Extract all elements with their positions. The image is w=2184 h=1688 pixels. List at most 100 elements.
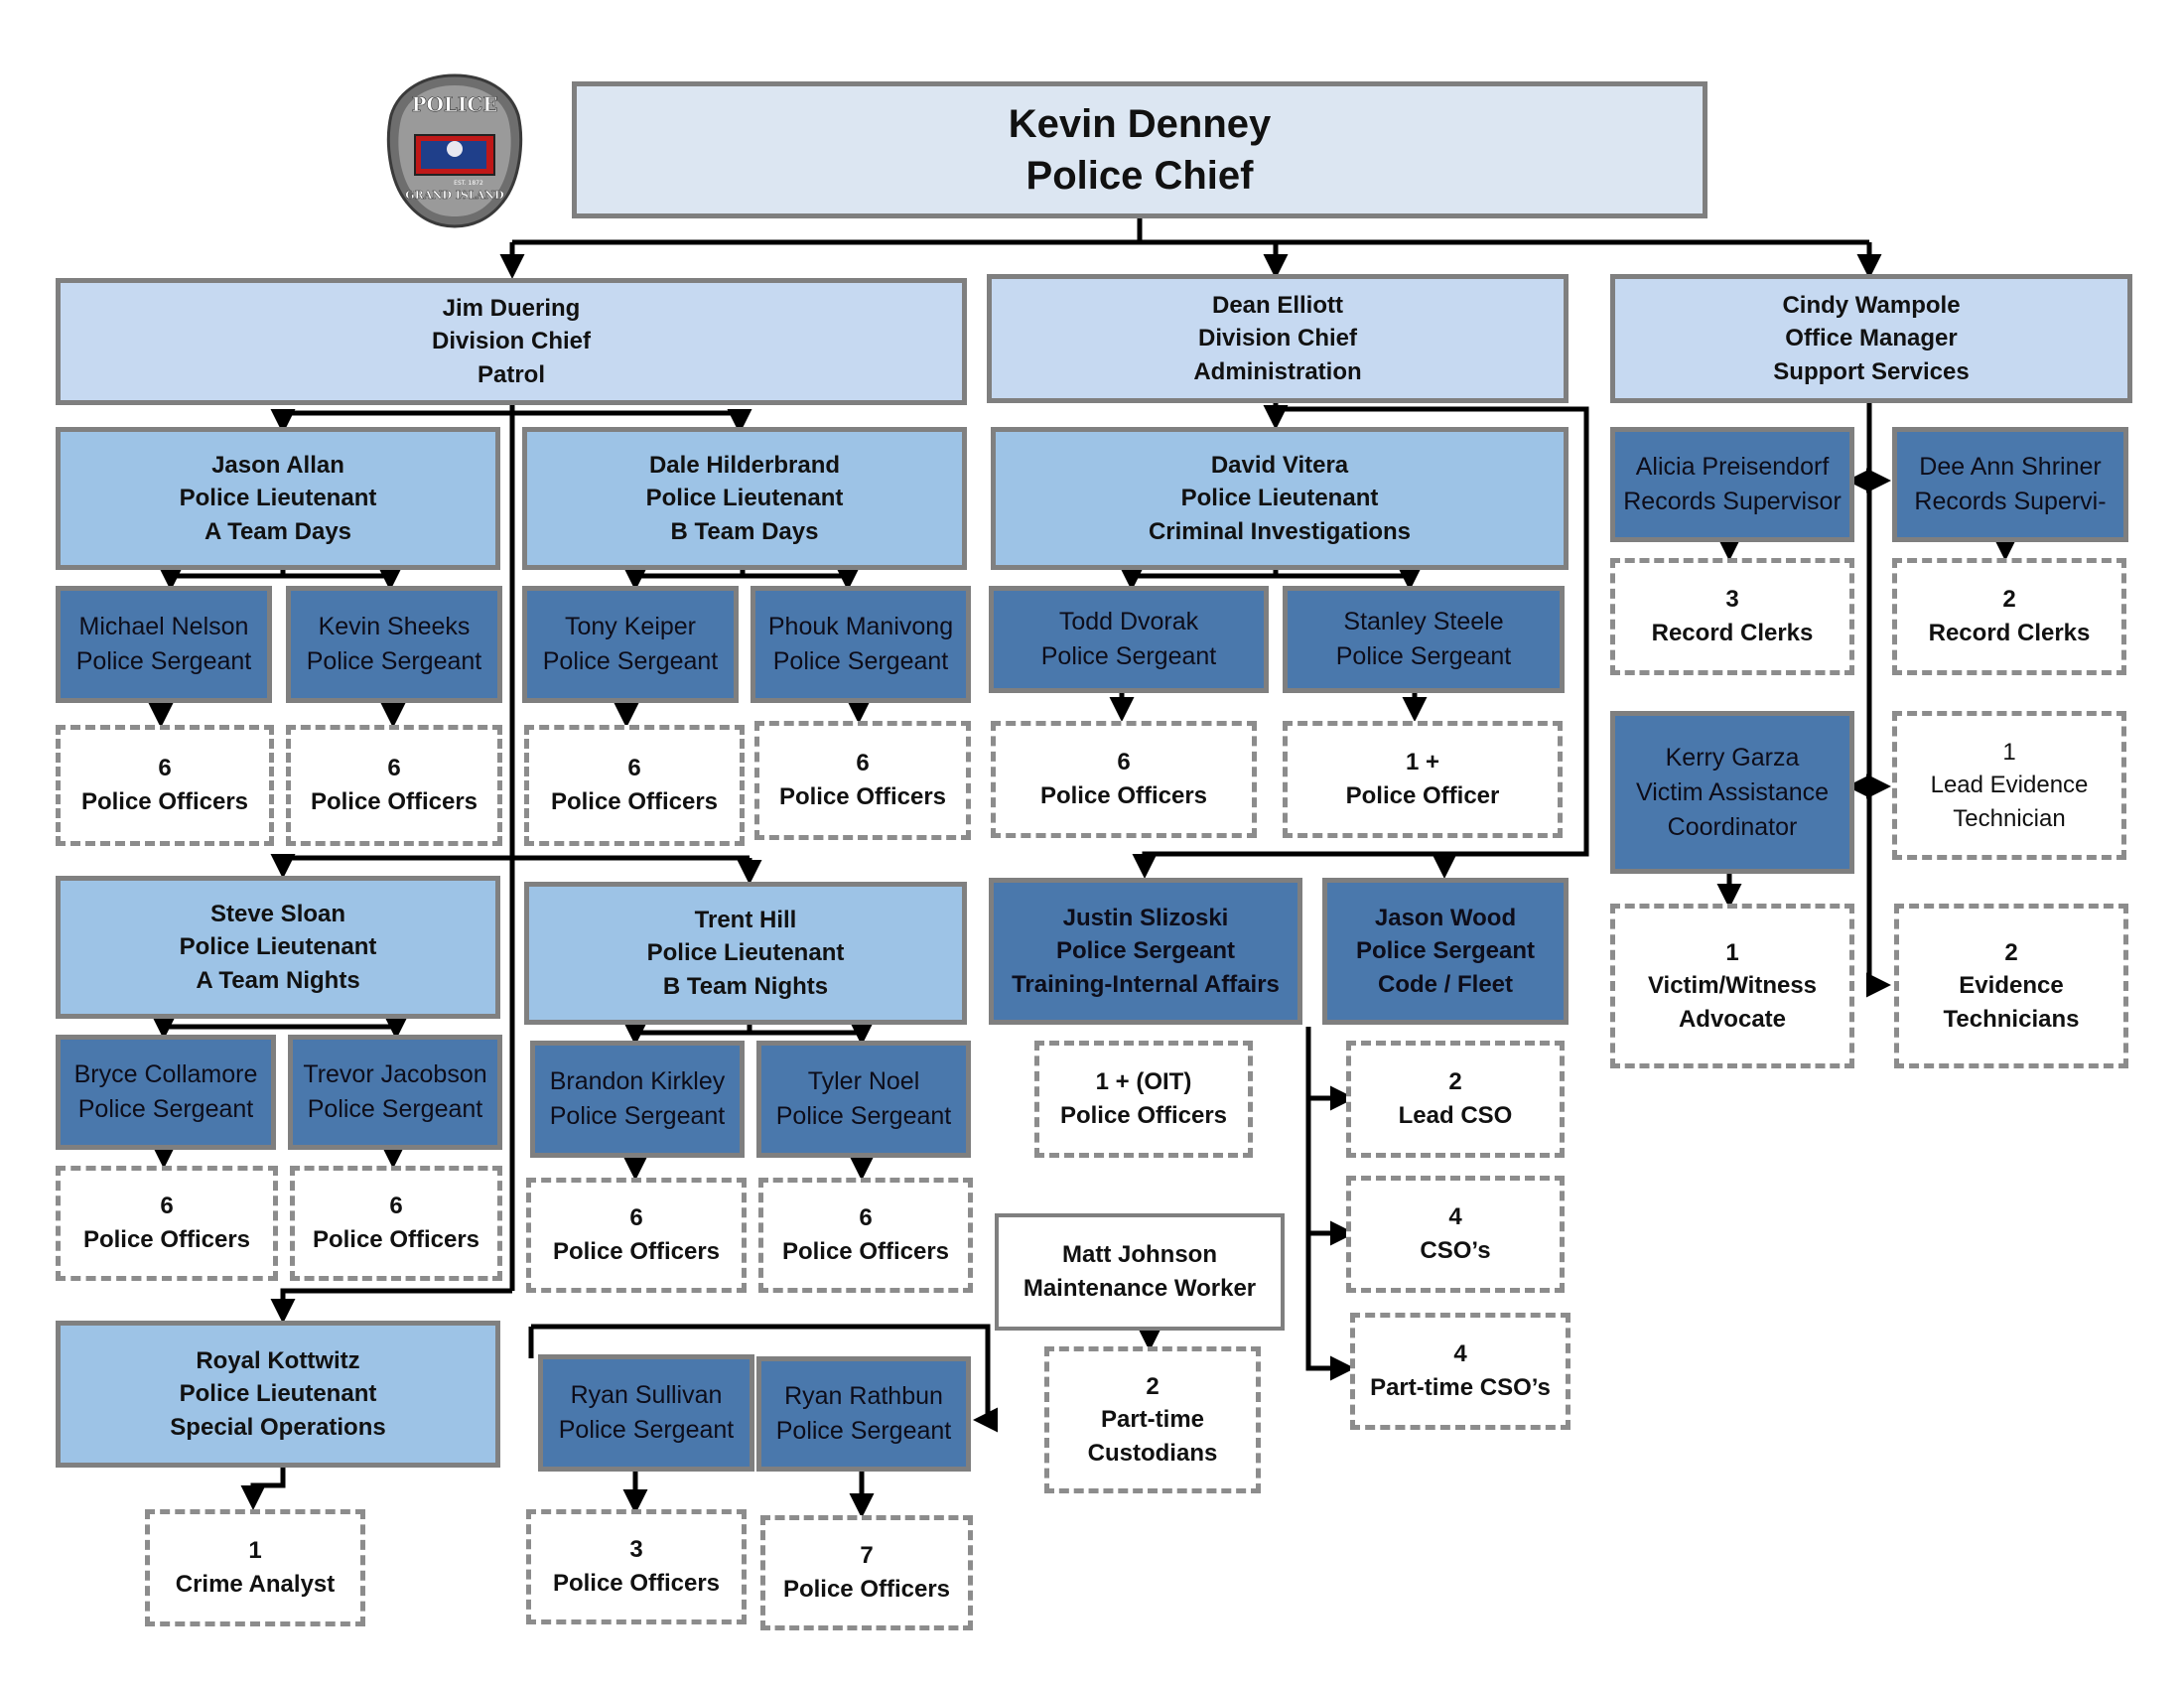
person-name: Trent Hill [694,906,797,933]
sergeant-trevor-jacobson-box: Trevor Jacobson Police Sergeant [288,1035,502,1150]
group-label: Crime Analyst [175,1571,336,1598]
police-chief-box: Kevin Denney Police Chief [572,81,1707,218]
person-name: Jason Allan [211,451,344,479]
officer-group: 6 Police Officers [754,721,971,840]
sergeant-michael-nelson-box: Michael Nelson Police Sergeant [56,586,272,703]
sergeant-bryce-collamore-box: Bryce Collamore Police Sergeant [56,1035,276,1150]
person-name: Dale Hilderbrand [648,451,841,479]
group-label-2: Advocate [1678,1005,1787,1033]
person-title: Division Chief [431,328,592,355]
victim-assistance-coordinator-box: Kerry Garza Victim Assistance Coordinato… [1610,711,1854,874]
person-name: Alicia Preisendorf [1635,453,1830,481]
person-title: Police Sergeant [75,647,252,675]
officer-group: 6 Police Officers [56,1166,278,1281]
lieutenant-steve-sloan-box: Steve Sloan Police Lieutenant A Team Nig… [56,876,500,1019]
person-name: Royal Kottwitz [196,1346,360,1374]
group-count: 1 [248,1537,262,1565]
officer-group: 6 Police Officers [56,725,274,846]
group-count: 3 [1725,586,1739,614]
person-name: Ryan Sullivan [570,1381,723,1409]
group-label: Police Officers [82,1226,251,1253]
group-count: 6 [629,1204,643,1232]
group-label: Police Officer [1345,782,1500,809]
group-count: 2 [1146,1372,1160,1400]
group-count: 2 [1448,1068,1462,1096]
person-title: Police Sergeant [1355,937,1536,965]
sergeant-tony-keiper-box: Tony Keiper Police Sergeant [522,586,739,703]
maintenance-worker-box: Matt Johnson Maintenance Worker [995,1213,1285,1331]
sergeant-ryan-sullivan-box: Ryan Sullivan Police Sergeant [538,1354,754,1472]
group-label: CSO’s [1420,1237,1491,1264]
group-count: 1 [1725,938,1739,966]
person-title: Police Lieutenant [179,1380,377,1408]
sergeant-tyler-noel-box: Tyler Noel Police Sergeant [756,1041,971,1158]
group-count: 4 [1448,1203,1462,1231]
group-label: Victim/Witness [1647,972,1818,1000]
person-name: Phouk Manivong [767,613,954,640]
person-unit: Coordinator [1667,812,1798,841]
person-unit: A Team Days [204,517,352,545]
person-name: Stanley Steele [1343,608,1504,635]
person-title: Police Lieutenant [1180,485,1379,512]
person-title: Police Sergeant [77,1095,254,1123]
person-title: Victim Assistance [1635,777,1830,806]
group-label: Record Clerks [1651,620,1814,646]
group-label: Part-time [1100,1406,1205,1434]
person-title: Police Sergeant [772,647,949,675]
person-title: Police Lieutenant [646,939,845,967]
lieutenant-jason-allan-box: Jason Allan Police Lieutenant A Team Day… [56,427,500,570]
police-badge-logo: POLICE GRAND ISLAND EST. 1872 [386,73,523,228]
group-label: Police Officers [778,783,947,810]
person-name: Dee Ann Shriner [1919,453,2102,481]
person-name: Trevor Jacobson [303,1060,487,1088]
person-name: Tony Keiper [564,613,697,640]
person-name: Kevin Sheeks [318,613,471,640]
group-label: Police Officers [552,1570,721,1597]
officer-group: 6 Police Officers [524,725,745,846]
patrol-division-chief-box: Jim Duering Division Chief Patrol [56,278,967,405]
group-label: Police Officers [782,1576,951,1603]
group-count: 2 [2004,938,2018,966]
person-title: Police Sergeant [542,647,719,675]
person-title: Police Sergeant [1040,642,1217,670]
cso-group: 4 CSO’s [1346,1176,1565,1293]
person-title: Maintenance Worker [1023,1275,1257,1302]
group-count: 6 [158,755,172,782]
record-clerks-group: 2 Record Clerks [1892,558,2126,675]
group-count: 6 [856,750,870,777]
logo-bottom-text: GRAND ISLAND [405,189,504,202]
officer-group: 6 Police Officers [286,725,502,846]
person-name: Michael Nelson [78,613,249,640]
chief-title: Police Chief [1025,154,1254,198]
person-name: Matt Johnson [1062,1241,1217,1269]
group-count: 6 [160,1193,174,1220]
group-count: 6 [1117,749,1131,776]
admin-division-chief-box: Dean Elliott Division Chief Administrati… [987,274,1569,403]
group-label: Police Officers [550,788,719,815]
lieutenant-dale-hilderbrand-box: Dale Hilderbrand Police Lieutenant B Tea… [522,427,967,570]
person-unit: Special Operations [170,1413,386,1441]
support-office-manager-box: Cindy Wampole Office Manager Support Ser… [1610,274,2132,403]
officer-group: 1 + (OIT) Police Officers [1034,1041,1253,1158]
person-title: Police Sergeant [775,1417,952,1445]
custodians-group: 2 Part-time Custodians [1044,1346,1261,1493]
person-unit: B Team Nights [662,972,829,1000]
officer-group: 6 Police Officers [758,1178,973,1293]
group-label-2: Custodians [1087,1439,1218,1467]
person-name: Justin Slizoski [1062,904,1229,931]
victim-witness-advocate-group: 1 Victim/Witness Advocate [1610,904,1854,1068]
group-label: Police Officers [552,1238,721,1265]
record-clerks-group: 3 Record Clerks [1610,558,1854,675]
group-count: 6 [627,755,641,782]
group-label: Evidence [1959,972,2064,1000]
group-count: 3 [629,1536,643,1564]
person-name: Brandon Kirkley [549,1067,726,1095]
evidence-technicians-group: 2 Evidence Technicians [1894,904,2128,1068]
person-name: Ryan Rathbun [784,1382,943,1410]
group-count: 6 [859,1204,873,1232]
group-count: 1 + (OIT) [1095,1068,1192,1096]
sergeant-kevin-sheeks-box: Kevin Sheeks Police Sergeant [286,586,502,703]
person-unit: A Team Nights [196,966,360,994]
lieutenant-royal-kottwitz-box: Royal Kottwitz Police Lieutenant Special… [56,1321,500,1468]
